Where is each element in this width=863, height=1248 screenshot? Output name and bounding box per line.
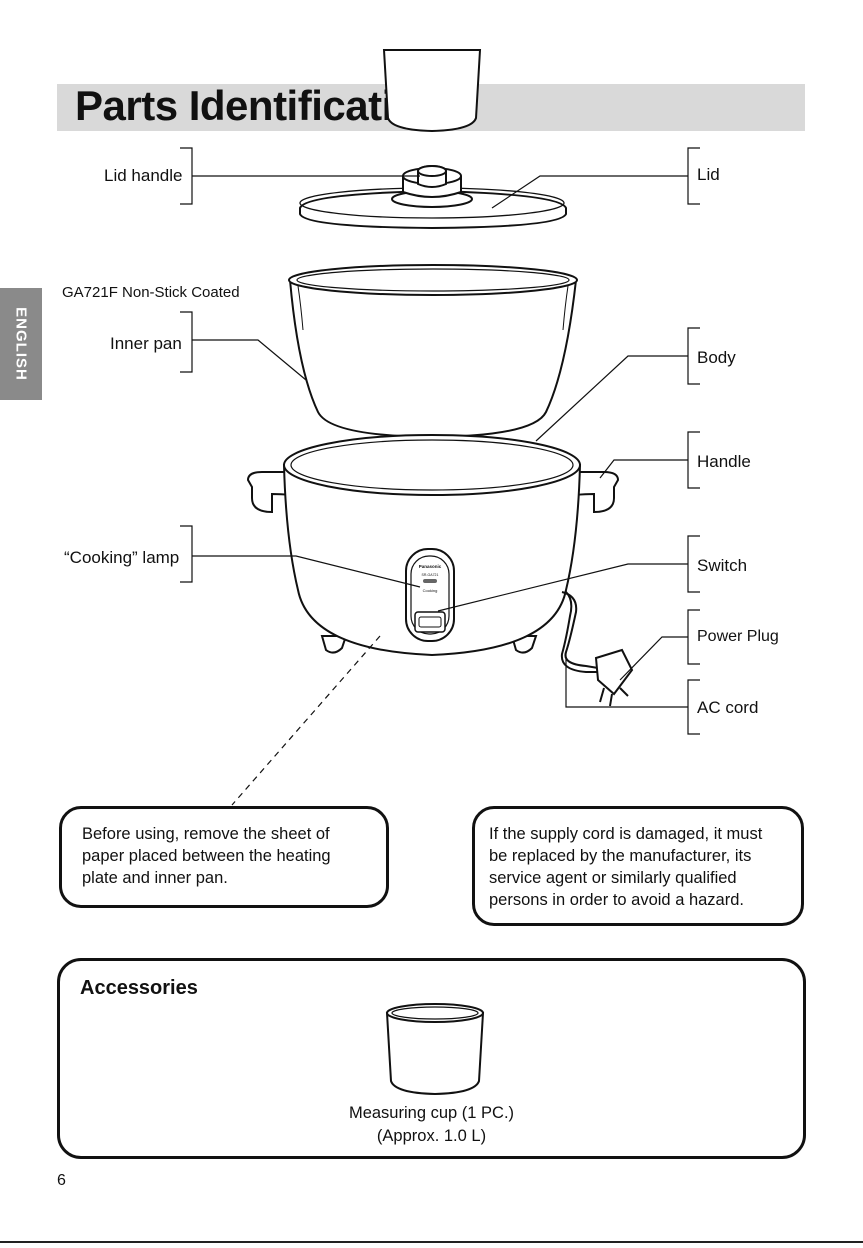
rice-cooker-diagram: Panasonic SR-GA721 Cooking bbox=[180, 49, 700, 806]
note-cord-damage-text: If the supply cord is damaged, it must b… bbox=[489, 823, 762, 911]
page-title: Parts Identification bbox=[75, 82, 444, 129]
measuring-cup-icon bbox=[385, 1003, 485, 1095]
panel-brand: Panasonic bbox=[419, 564, 442, 569]
note-cord-damage: If the supply cord is damaged, it must b… bbox=[472, 806, 804, 926]
note-line: persons in order to avoid a hazard. bbox=[489, 891, 744, 909]
label-handle: Handle bbox=[697, 452, 751, 471]
label-lid: Lid bbox=[697, 165, 720, 184]
panel-lamp-label: Cooking bbox=[423, 588, 438, 593]
measuring-cup-illustration bbox=[382, 49, 482, 133]
bottom-rule bbox=[0, 1241, 863, 1243]
note-line: paper placed between the heating bbox=[82, 847, 331, 865]
lid-illustration bbox=[299, 165, 567, 230]
language-tab: ENGLISH bbox=[0, 288, 42, 400]
note-line: Before using, remove the sheet of bbox=[82, 825, 330, 843]
note-line: plate and inner pan. bbox=[82, 869, 228, 887]
accessory-caption: Measuring cup (1 PC.) bbox=[348, 1104, 515, 1122]
label-model-note: GA721F Non-Stick Coated bbox=[62, 284, 240, 301]
note-line: If the supply cord is damaged, it must bbox=[489, 825, 763, 843]
label-inner-pan: Inner pan bbox=[110, 334, 182, 353]
accessories-box: Accessories Measuring cup (1 PC.) (Appro… bbox=[57, 958, 806, 1159]
label-body: Body bbox=[697, 348, 736, 367]
label-switch: Switch bbox=[697, 556, 748, 575]
label-lid-handle: Lid handle bbox=[104, 166, 183, 185]
body-illustration bbox=[246, 434, 634, 707]
panel-model: SR-GA721 bbox=[422, 573, 439, 577]
label-ac-cord: AC cord bbox=[697, 698, 759, 717]
label-power-plug: Power Plug bbox=[697, 628, 779, 645]
note-line: service agent or similarly qualified bbox=[489, 869, 737, 887]
label-cooking-lamp: “Cooking” lamp bbox=[64, 548, 180, 567]
page-number: 6 bbox=[57, 1172, 66, 1189]
inner-pan-illustration bbox=[288, 264, 578, 439]
accessories-title: Accessories bbox=[80, 977, 198, 999]
note-remove-paper-text: Before using, remove the sheet of paper … bbox=[82, 823, 331, 889]
note-remove-paper: Before using, remove the sheet of paper … bbox=[59, 806, 389, 908]
accessory-capacity: (Approx. 1.0 L) bbox=[376, 1127, 487, 1145]
note-line: be replaced by the manufacturer, its bbox=[489, 847, 752, 865]
